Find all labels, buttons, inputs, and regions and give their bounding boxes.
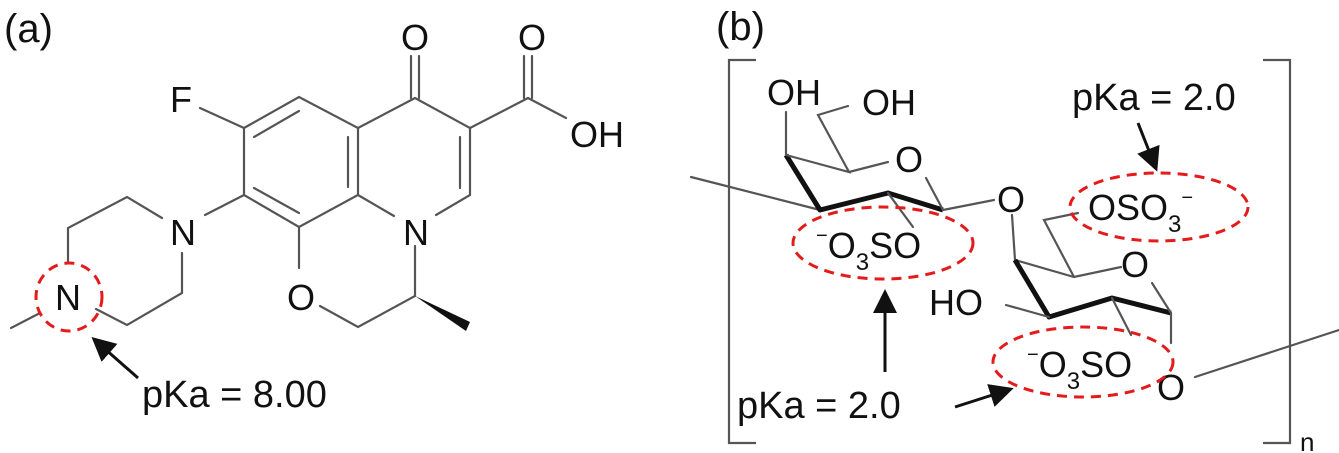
methyl-wedge	[415, 296, 470, 331]
sulfate-top-main: OSO	[1088, 187, 1168, 228]
atom-O-link: O	[1157, 367, 1185, 408]
sulfate-bottom-rest: SO	[1080, 344, 1132, 385]
atom-N-aryl: N	[170, 212, 196, 253]
pka-annotation-bottom: pKa = 2.0	[737, 385, 901, 427]
atom-O-ring2: O	[1121, 244, 1149, 285]
pka-annotation-a: pKa = 8.00	[142, 374, 327, 416]
highlight-ellipse-left	[791, 205, 975, 281]
atom-O-ring: O	[287, 277, 315, 318]
atom-acid-O: O	[518, 17, 546, 58]
arrow-icon	[954, 384, 1014, 409]
sulfate-left-charge: −	[816, 225, 828, 247]
saccharide-bonds	[689, 104, 1339, 379]
atom-OH-1: OH	[767, 72, 821, 113]
sulfate-bottom-label: −O3SO	[1027, 344, 1132, 395]
ofloxacin-bonds	[9, 54, 568, 331]
sulfate-bottom-sub: 3	[1067, 368, 1080, 395]
sulfate-left-sub: 3	[856, 249, 869, 276]
sulfate-left-o: O	[828, 225, 856, 266]
highlight-circle-N	[34, 261, 104, 333]
right-bracket	[1263, 58, 1292, 445]
atom-ketone-O: O	[401, 17, 429, 58]
highlight-ellipse-top	[1068, 171, 1250, 243]
sulfate-top-charge: −	[1181, 187, 1193, 209]
left-bracket	[727, 58, 756, 445]
highlight-ellipse-bottom	[991, 325, 1175, 399]
sulfate-left-rest: SO	[869, 225, 921, 266]
panel-b-polysaccharide: (b) n OH OH O O O HO O	[689, 5, 1339, 453]
panel-a-ofloxacin: (a)	[4, 7, 624, 416]
arrow-icon	[91, 337, 139, 380]
arrow-icon	[1136, 122, 1160, 172]
repeat-subscript: n	[1300, 427, 1314, 453]
sulfate-top-label: OSO3−	[1088, 187, 1193, 238]
atom-N-ring: N	[403, 212, 429, 253]
atom-HO: HO	[929, 282, 983, 323]
atom-O-ring1: O	[895, 139, 923, 180]
sulfate-top-sub: 3	[1168, 211, 1181, 238]
atom-acid-OH: OH	[570, 114, 624, 155]
panel-a-label: (a)	[4, 7, 53, 51]
atom-N-methyl: N	[55, 277, 81, 318]
sulfate-bottom-charge: −	[1027, 344, 1039, 366]
pka-annotation-top: pKa = 2.0	[1072, 77, 1236, 119]
atom-O-glycosidic: O	[997, 179, 1025, 220]
panel-b-label: (b)	[716, 5, 765, 49]
sulfate-left-label: −O3SO	[816, 225, 921, 276]
sulfate-bottom-o: O	[1039, 344, 1067, 385]
atom-OH-2: OH	[862, 82, 916, 123]
atom-F: F	[170, 79, 192, 120]
